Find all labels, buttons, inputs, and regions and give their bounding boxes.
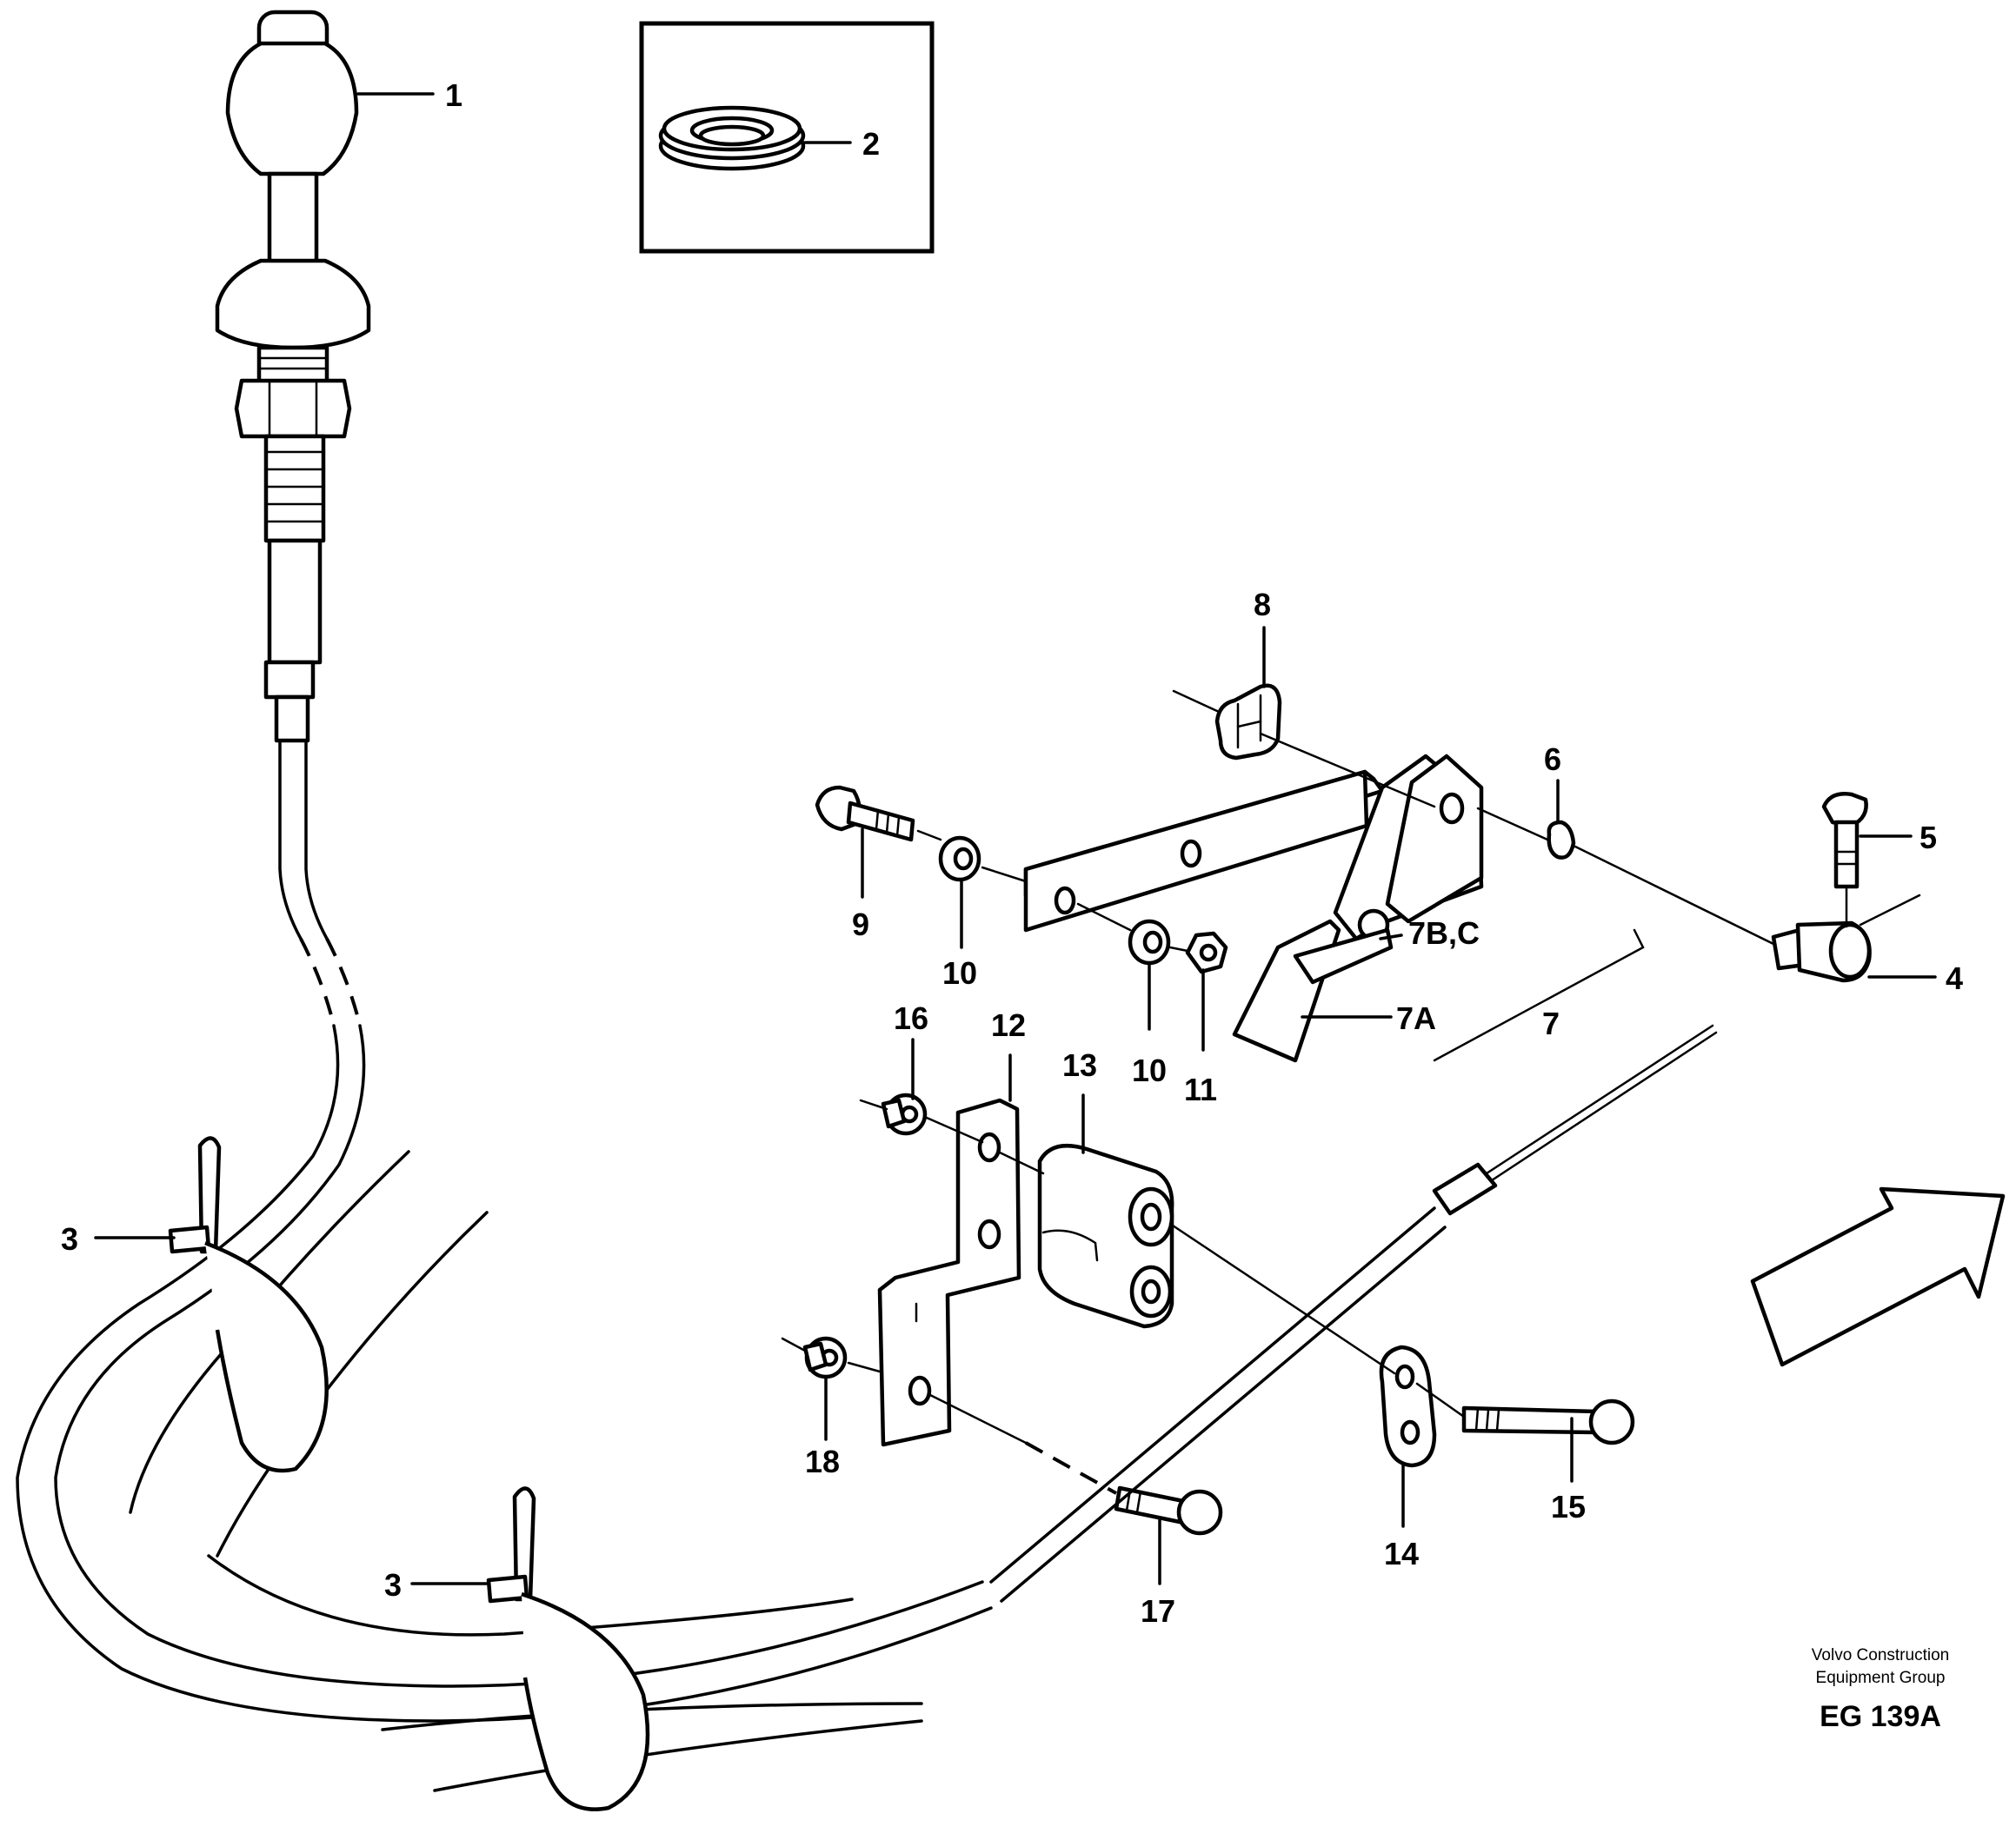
- spacer-block-13: [1037, 1143, 1174, 1329]
- assembly-lines: [781, 732, 1848, 1495]
- callout-14: 14: [1384, 1536, 1419, 1571]
- retaining-clip: [1172, 683, 1282, 761]
- callout-8: 8: [1254, 587, 1271, 622]
- callout-7bc: 7B,C: [1408, 915, 1480, 951]
- callout-6: 6: [1544, 741, 1561, 777]
- callout-15: 15: [1551, 1489, 1586, 1525]
- callout-17: 17: [1141, 1593, 1175, 1629]
- leader-lines: [94, 92, 1937, 1585]
- control-knob-assembly: [16, 10, 993, 1723]
- hose-bundle: [129, 1150, 923, 1792]
- nut-11: [1185, 931, 1228, 974]
- callout-16: 16: [894, 1000, 928, 1036]
- callout-13: 13: [1062, 1047, 1097, 1083]
- callout-labels: 1 2 3 3 4 5 6 7 7A 7B,C 8 9 10 10 11 12 …: [61, 77, 1963, 1629]
- cable-clamp-4: [1771, 894, 1921, 983]
- washer-10a: [938, 835, 981, 882]
- washer-16: [881, 1093, 928, 1136]
- bracket-12: [877, 1098, 1021, 1447]
- washer-6: [1547, 820, 1576, 860]
- callout-11: 11: [1184, 1072, 1217, 1107]
- callout-7: 7: [1542, 1006, 1560, 1041]
- bolt-9: [815, 785, 915, 842]
- washer-18: [802, 1336, 848, 1379]
- bracket-assembly: [1023, 754, 1484, 1063]
- bolt-17: [1114, 1485, 1223, 1536]
- bolt-15: [1461, 1398, 1635, 1445]
- callout-4: 4: [1946, 960, 1963, 996]
- callout-1: 1: [445, 77, 462, 113]
- drawing-code: EG 139A: [1820, 1700, 1941, 1733]
- inset-box-grommet: [639, 21, 935, 254]
- control-cable: [989, 1024, 1718, 1603]
- callout-18: 18: [805, 1444, 840, 1479]
- forward-arrow-icon: [1750, 1186, 2006, 1367]
- callout-10-lower: 10: [1132, 1053, 1167, 1088]
- callout-7a: 7A: [1396, 1000, 1436, 1036]
- callout-3-upper: 3: [61, 1221, 78, 1257]
- callout-5: 5: [1920, 820, 1937, 855]
- drawing-credit: Volvo Construction Equipment Group EG 13…: [1812, 1646, 1949, 1733]
- cable-tie-lower: [486, 1486, 650, 1811]
- callout-12: 12: [991, 1007, 1026, 1043]
- callout-10-upper: 10: [942, 955, 977, 991]
- company-name-line1: Volvo Construction: [1812, 1646, 1949, 1664]
- bolt-5: [1821, 792, 1868, 889]
- assembly-7-bracket: [1433, 928, 1645, 1062]
- callout-3-lower: 3: [384, 1567, 402, 1603]
- company-name-line2: Equipment Group: [1816, 1669, 1946, 1687]
- link-plate-14: [1379, 1345, 1437, 1468]
- washer-10b: [1128, 919, 1171, 966]
- callout-9: 9: [852, 907, 869, 942]
- callout-2: 2: [862, 126, 880, 162]
- cable-tie-upper: [168, 1136, 329, 1473]
